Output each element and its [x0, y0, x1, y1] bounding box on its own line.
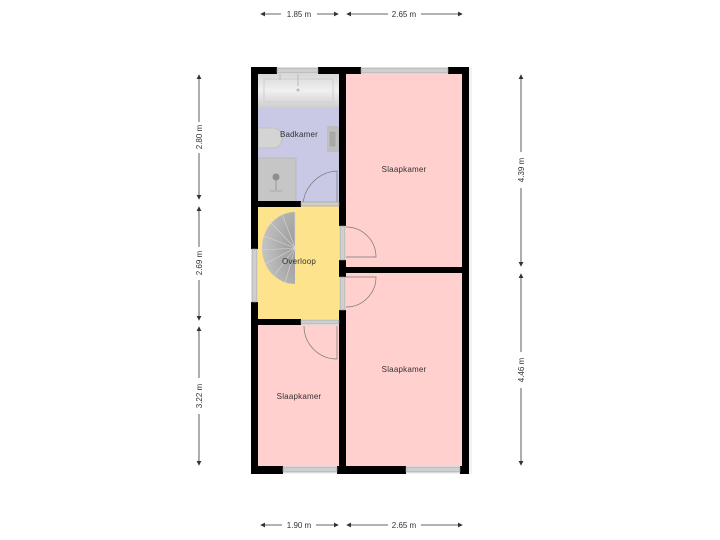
- doorframe-slaapkamer-top-right: [339, 225, 346, 261]
- room-label-overloop: Overloop: [282, 257, 316, 266]
- room-label-badkamer: Badkamer: [280, 130, 318, 139]
- room-label-slaapkamer-bottom-right: Slaapkamer: [382, 365, 427, 374]
- doorframe-slaapkamer-bottom-right: [339, 276, 346, 311]
- door-slaapkamer-top-right[interactable]: [345, 226, 377, 258]
- window-overloop: [251, 248, 258, 303]
- door-badkamer[interactable]: [302, 170, 338, 206]
- dimension-lines: [196, 11, 524, 528]
- room-slaapkamer-bottom-left[interactable]: [258, 325, 339, 466]
- dimension-right-bottom: 4.46 m: [517, 357, 526, 382]
- shower-icon: [257, 157, 297, 205]
- room-slaapkamer-bottom-right[interactable]: [346, 273, 462, 466]
- windows: [251, 67, 461, 473]
- doorframe-badkamer: [300, 201, 340, 207]
- room-label-slaapkamer-top-right: Slaapkamer: [382, 165, 427, 174]
- dimension-right-top: 4.39 m: [517, 157, 526, 182]
- dimension-left-middle: 2.69 m: [195, 250, 204, 275]
- walls: [251, 67, 469, 474]
- toilet-icon: [257, 127, 283, 149]
- window-slaapkamer-top-right: [360, 67, 449, 74]
- doorframe-slaapkamer-bottom-left: [300, 319, 340, 325]
- window-slaapkamer-bottom-right: [405, 466, 461, 473]
- sink-icon: [327, 126, 339, 152]
- window-slaapkamer-bottom-left: [282, 466, 338, 473]
- dimension-top-right: 2.65 m: [392, 10, 417, 19]
- dimension-bottom-left: 1.90 m: [287, 521, 312, 530]
- window-badkamer: [276, 67, 319, 74]
- dimension-top-left: 1.85 m: [287, 10, 312, 19]
- bathtub-icon: [258, 74, 339, 107]
- room-slaapkamer-top-right[interactable]: [346, 74, 462, 267]
- dimension-bottom-right: 2.65 m: [392, 521, 417, 530]
- door-slaapkamer-bottom-left[interactable]: [303, 325, 338, 360]
- door-slaapkamer-bottom-right[interactable]: [345, 276, 377, 308]
- dimension-left-bottom: 3.22 m: [195, 383, 204, 408]
- room-label-slaapkamer-bottom-left: Slaapkamer: [277, 392, 322, 401]
- dimension-left-top: 2.80 m: [195, 124, 204, 149]
- spiral-staircase-icon[interactable]: [261, 212, 296, 284]
